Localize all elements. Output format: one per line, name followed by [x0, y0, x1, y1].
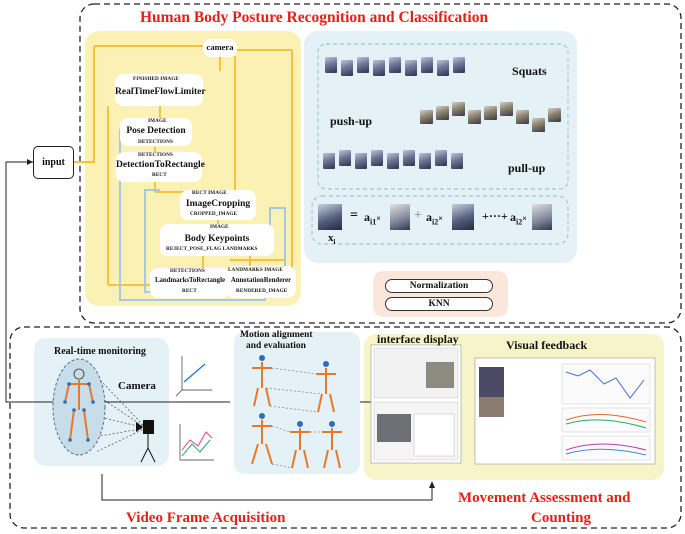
cropping-label: ImageCropping	[185, 199, 251, 209]
landmarks-to-rect-node: DETECTIONS LandmarksToRectangle RECT	[150, 268, 230, 298]
pose-detection-node: IMAGE Pose Detection DETECTIONS	[120, 118, 192, 146]
motion-label-line1: Motion alignment	[240, 330, 313, 340]
knn-box: KNN	[385, 297, 493, 311]
pushup-label: push-up	[330, 114, 373, 128]
squats-label: Squats	[512, 64, 547, 78]
visual-feedback-label: Visual feedback	[506, 338, 588, 352]
keypoints-node: IMAGE Body Keypoints REJECT_POSE_FLAG LA…	[160, 224, 274, 256]
flow-limiter-in-label: FINISHED IMAGE	[133, 76, 179, 82]
landmarks-to-rect-label: LandmarksToRectangle	[155, 277, 225, 284]
formula-frame	[311, 195, 569, 245]
renderer-in-label: LANDMARKS IMAGE	[228, 267, 283, 273]
acquisition-dashed-box	[9, 326, 682, 529]
flow-limiter-label: RealTimeFlowLimiter	[115, 87, 206, 97]
assessment-title-line1: Movement Assessment and	[458, 490, 631, 506]
formula-plus-1: +	[414, 208, 422, 223]
pose-out-label: DETECTIONS	[138, 139, 174, 145]
formula-a12: ai2×	[426, 210, 443, 227]
pose-in-label: IMAGE	[148, 118, 167, 124]
cropping-out-label: CROPPED_IMAGE	[190, 211, 238, 217]
motion-label-line2: and evaluation	[246, 341, 306, 351]
camera-label: Camera	[118, 380, 156, 392]
formula-dots: +···+	[482, 209, 508, 223]
renderer-node: LANDMARKS IMAGE AnnotationRenderer RENDE…	[226, 266, 296, 298]
basis-image-2	[452, 204, 474, 230]
flow-limiter-node: FINISHED IMAGE RealTimeFlowLimiter	[115, 74, 206, 106]
keypoints-in-label: IMAGE	[210, 224, 229, 230]
formula-x: xi	[328, 232, 336, 247]
det-to-rect-in-label: DETECTIONS	[138, 152, 174, 158]
cropping-in-label: RECT IMAGE	[192, 190, 227, 196]
renderer-label: AnnotationRenderer	[230, 277, 292, 284]
basis-image-1	[390, 204, 410, 230]
recognition-dashed-box	[79, 3, 682, 324]
input-node: input	[33, 146, 74, 179]
interface-display-label: interface display	[377, 334, 459, 346]
ltr-out-label: RECT	[182, 288, 197, 294]
recognition-title: Human Body Posture Recognition and Class…	[140, 9, 489, 26]
pose-detection-label: Pose Detection	[126, 126, 186, 136]
xi-image	[318, 204, 342, 230]
det-to-rect-node: DETECTIONS DetectionToRectangle RECT	[116, 152, 205, 182]
formula-a11: ai1×	[364, 210, 381, 227]
formula-a13: ai2×	[510, 210, 527, 227]
keypoints-out-label: REJECT_POSE_FLAG LANDMARKS	[166, 246, 258, 252]
assessment-title-line2: Counting	[531, 510, 592, 526]
monitoring-label: Real-time monitoring	[54, 346, 146, 357]
pullup-label: pull-up	[508, 161, 546, 175]
normalization-box: Normalization	[385, 279, 493, 293]
classes-frame	[317, 43, 569, 190]
camera-node: camera	[203, 39, 237, 57]
det-to-rect-label: DetectionToRectangle	[116, 160, 205, 170]
formula-equals: =	[350, 208, 358, 223]
cropping-node: RECT IMAGE ImageCropping CROPPED_IMAGE	[180, 190, 256, 220]
renderer-out-label: RENDERED_IMAGE	[236, 288, 288, 294]
ltr-in-label: DETECTIONS	[170, 268, 206, 274]
basis-image-3	[532, 204, 552, 230]
acquisition-title: Video Frame Acquisition	[126, 510, 286, 526]
classification-panel	[304, 31, 577, 263]
keypoints-label: Body Keypoints	[184, 234, 250, 244]
det-to-rect-out-label: RECT	[152, 172, 167, 178]
